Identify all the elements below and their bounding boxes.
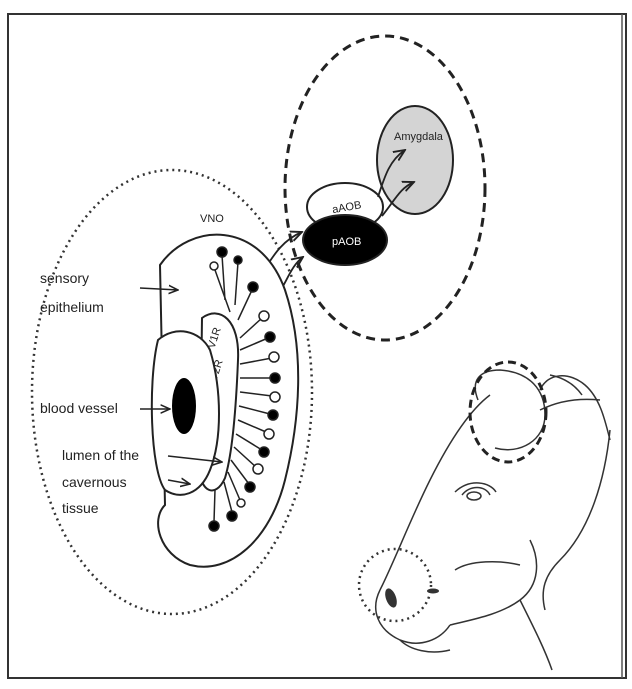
lumen-label-line3: tissue: [62, 500, 99, 516]
paob-label: pAOB: [332, 236, 361, 248]
blood-vessel-shape: [172, 378, 196, 434]
vno-label: VNO: [200, 213, 224, 225]
sensory-label-line2: epithelium: [40, 299, 104, 315]
mouth-mark: [427, 589, 439, 594]
amygdala-shape: [377, 106, 453, 214]
head-zoom-circle: [470, 362, 546, 462]
sensory-label-line1: sensory: [40, 270, 89, 286]
nose-zoom-circle: [359, 549, 431, 621]
lumen-label-line1: lumen of the: [62, 447, 139, 463]
lumen-label-line2: cavernous: [62, 474, 127, 490]
cow-head-drawing: [376, 370, 610, 670]
frame-border: [8, 14, 626, 678]
nostril-shape: [383, 587, 399, 609]
amygdala-label: Amygdala: [394, 131, 444, 143]
blood-vessel-label: blood vessel: [40, 400, 118, 416]
